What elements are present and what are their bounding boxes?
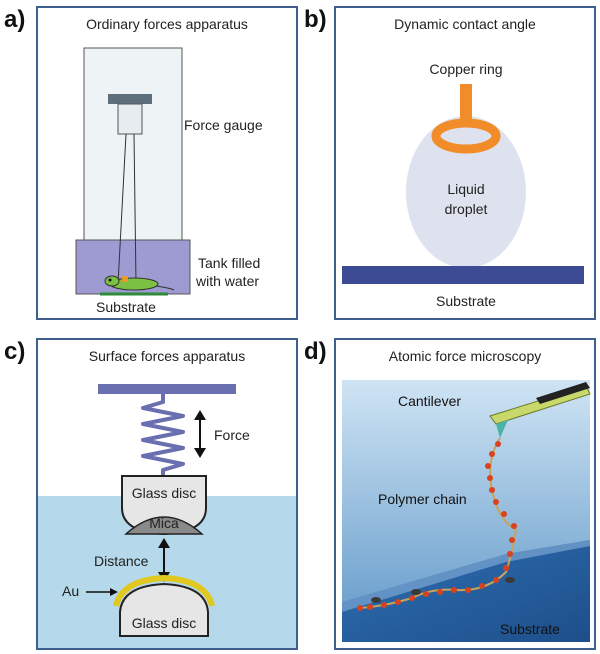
gold-coating: [113, 574, 215, 607]
substrate-label-a: Substrate: [96, 299, 156, 315]
force-gauge-body: [117, 103, 143, 135]
anchor-sites: [371, 577, 515, 603]
liquid-label-line2: droplet: [445, 201, 488, 217]
polymer-chain-label: Polymer chain: [378, 491, 467, 507]
surface-forces-apparatus-diagram: Force Glass disc Mica Distance Glass dis…: [38, 384, 296, 648]
copper-ring-label: Copper ring: [429, 61, 502, 77]
gecko-icon: [104, 275, 175, 291]
copper-ring: [431, 118, 501, 154]
top-plate: [98, 384, 236, 394]
dynamic-contact-angle-diagram: Copper ring Liquid droplet Substrate: [342, 61, 584, 309]
cantilever-tip: [496, 420, 508, 438]
bottom-glass-disc: [119, 582, 209, 637]
afm-substrate-edge: [342, 540, 590, 612]
copper-rod: [460, 84, 472, 124]
panel-b-letter: b): [304, 6, 327, 33]
panel-d-title: Atomic force microscopy: [388, 348, 542, 364]
glass-disc-bottom-label: Glass disc: [132, 615, 197, 631]
cantilever-label: Cantilever: [398, 393, 461, 409]
panel-d: Atomic force microscopy: [334, 338, 596, 650]
spring: [141, 394, 185, 476]
liquid-label-line1: Liquid: [447, 181, 484, 197]
mica-layer: [124, 516, 204, 535]
au-arrow-icon: [86, 588, 118, 596]
panel-b: Dynamic contact angle Copper ring Liquid…: [334, 6, 596, 320]
gauge-string-left: [117, 133, 127, 285]
force-arrow-icon: [194, 410, 206, 458]
mica-label: Mica: [149, 515, 179, 531]
panel-d-letter: d): [304, 338, 327, 365]
panel-b-title: Dynamic contact angle: [394, 16, 536, 32]
panel-c-letter: c): [4, 338, 26, 365]
apparatus-frame: [83, 47, 183, 241]
polymer-beads: [357, 441, 517, 611]
panel-c: Surface forces apparatus Force Glass dis…: [36, 338, 298, 650]
distance-label: Distance: [94, 553, 149, 569]
cantilever-top: [536, 382, 590, 404]
panel-a: Ordinary forces apparatus Force gauge Ta…: [36, 6, 298, 320]
panel-a-letter: a): [4, 6, 26, 33]
tank-label-line2: with water: [195, 273, 259, 289]
substrate-label-b: Substrate: [436, 293, 496, 309]
gauge-string-right: [133, 133, 137, 285]
panel-c-title: Surface forces apparatus: [88, 348, 246, 364]
tank-label-line1: Tank filled: [198, 255, 260, 271]
substrate-label-d: Substrate: [500, 621, 560, 637]
panel-a-title: Ordinary forces apparatus: [86, 16, 248, 32]
gauge-mount: [108, 94, 152, 104]
force-gauge-label: Force gauge: [184, 117, 263, 133]
liquid-droplet: [406, 116, 526, 268]
substrate-bar-b: [342, 266, 584, 284]
glass-disc-top-label: Glass disc: [132, 485, 197, 501]
atomic-force-microscopy-diagram: Cantilever Polymer chain Substrate: [342, 380, 591, 642]
force-label: Force: [214, 427, 250, 443]
au-label: Au: [62, 583, 79, 599]
ordinary-forces-apparatus-diagram: Force gauge Tank filled with water Subst…: [75, 47, 263, 315]
